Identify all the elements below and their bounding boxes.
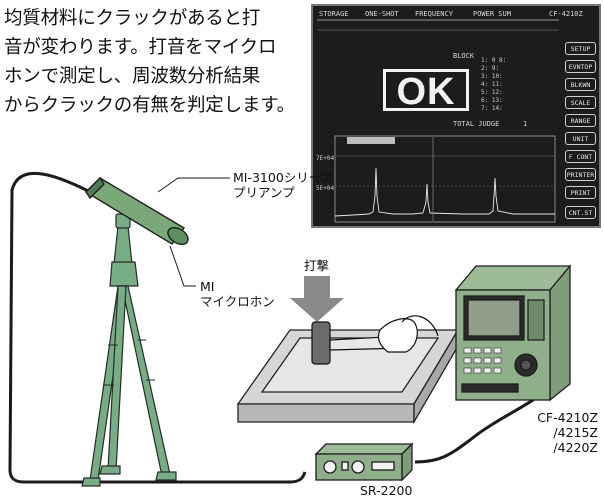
cable-analyzer: [414, 390, 546, 464]
analyzer-label-2: /4215Z: [553, 425, 598, 440]
amplifier-label: SR-2200: [360, 483, 413, 498]
description-line-4: からクラックの有無を判定します。: [4, 95, 295, 116]
analyzer-device: [454, 264, 572, 402]
screen-btn-fcont: F CONT: [565, 150, 596, 163]
screen-btn-printer: PRINTER: [565, 168, 596, 181]
preamp-label-2: プリアンプ: [233, 185, 295, 200]
svg-text:2: 9:: 2: 9:: [481, 65, 499, 72]
screen-total-value: 1: [523, 120, 528, 128]
svg-text:7: 14:: 7: 14:: [481, 105, 503, 112]
screen-block-label: BLOCK: [453, 52, 475, 60]
screen-graphics: 1: 0 8: 2: 9: 3: 10: 4: 11: 5: 12: 6: 13…: [316, 19, 559, 223]
screen-top-item-4: POWER SUM: [473, 10, 511, 18]
spectrum-frame: [334, 135, 556, 223]
screen-btn-range: RANGE: [565, 114, 596, 127]
analyzer-screen-photo: STORAGE ONE-SHOT FREQUENCY POWER SUM CF-…: [311, 4, 601, 228]
svg-text:5: 12:: 5: 12:: [481, 89, 503, 96]
amplifier-device: [314, 442, 414, 482]
preamp: [84, 176, 189, 246]
strike-label: 打撃: [304, 258, 330, 273]
screen-btn-print: PRINT: [565, 186, 596, 199]
strike-arrow: [290, 276, 344, 322]
analyzer-label-3: /4220Z: [553, 440, 598, 455]
screen-top-item-2: ONE-SHOT: [365, 10, 399, 18]
screen-btn-blkwn: BLKWN: [565, 78, 596, 91]
svg-text:6: 13:: 6: 13:: [481, 97, 503, 104]
ok-result-badge: OK: [383, 69, 469, 112]
tripod: [81, 213, 177, 487]
screen-total-label: TOTAL JUDGE: [453, 120, 500, 128]
description-line-3: ホンで測定し、周波数分析結果: [4, 66, 261, 87]
spectrum-trace: [334, 167, 555, 217]
cable-preamp: [8, 172, 307, 484]
analyzer-label-1: CF-4210Z: [537, 410, 598, 425]
mic-label-2: マイクロホン: [200, 294, 275, 309]
svg-text:3: 10:: 3: 10:: [481, 73, 503, 80]
svg-text:7E+04: 7E+04: [316, 155, 334, 162]
screen-btn-unit: UNIT: [565, 132, 596, 145]
svg-text:1: 0 8:: 1: 0 8:: [481, 57, 506, 64]
screen-top-item-5: CF-4210Z: [549, 10, 583, 18]
screen-top-item-1: STORAGE: [319, 10, 349, 18]
screen-btn-scale: SCALE: [565, 96, 596, 109]
screen-btn-setup: SETUP: [565, 42, 596, 55]
mic-label-1: MI: [200, 279, 215, 294]
preamp-label-1: MI-3100シリーズ: [233, 170, 334, 185]
description-line-2: 音が変わります。打音をマイクロ: [4, 37, 277, 58]
hammer: [311, 315, 439, 365]
svg-text:4: 11:: 4: 11:: [481, 81, 503, 88]
description-text: 均質材料にクラックがあると打 音が変わります。打音をマイクロ ホンで測定し、周波…: [4, 4, 304, 120]
screen-top-item-3: FREQUENCY: [415, 10, 453, 18]
svg-text:5E+04: 5E+04: [316, 185, 334, 192]
screen-btn-evntop: EVNTOP: [565, 60, 596, 73]
screen-btn-cntst: CNT.ST: [565, 206, 596, 219]
description-line-1: 均質材料にクラックがあると打: [4, 8, 261, 29]
